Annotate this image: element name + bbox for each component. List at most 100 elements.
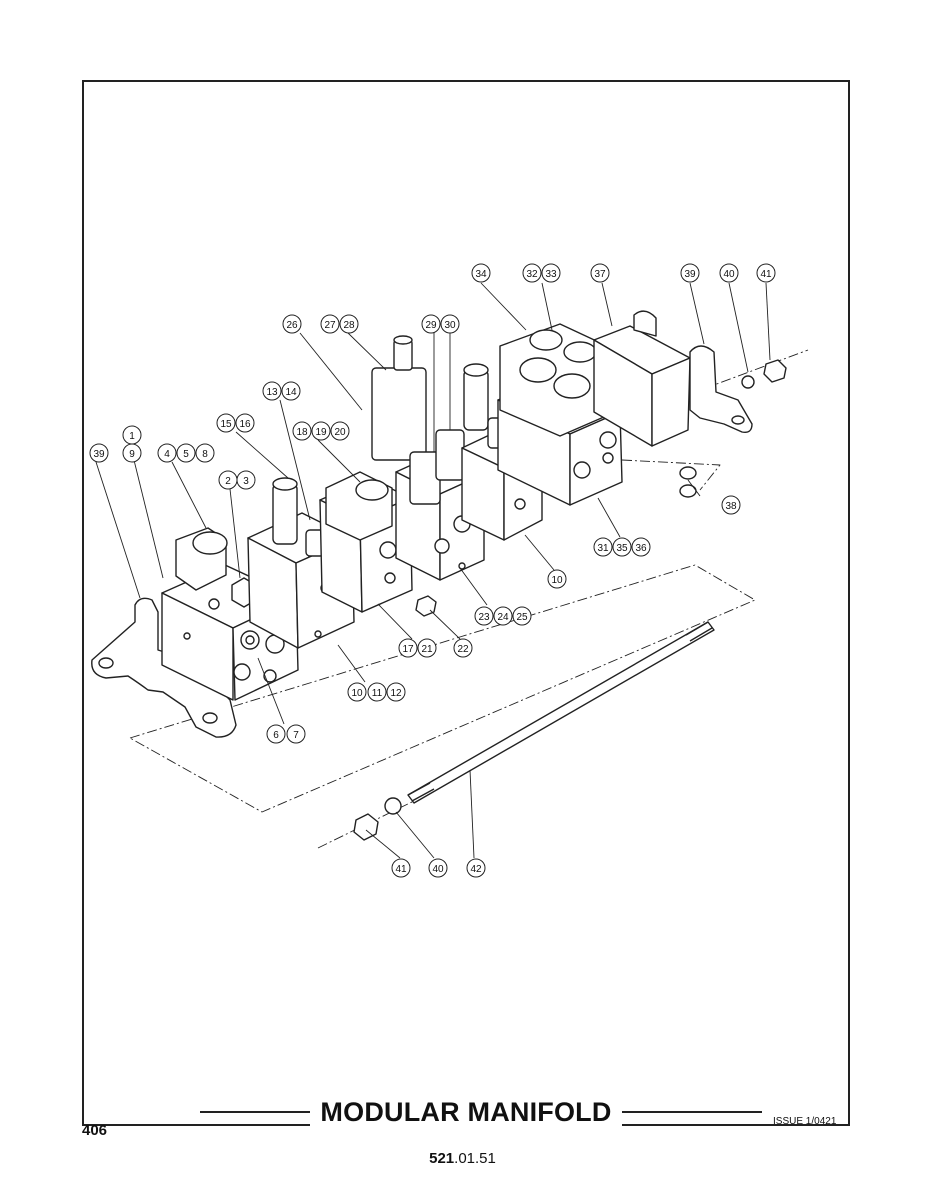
callout-35: 35 <box>612 537 632 557</box>
svg-text:14: 14 <box>285 387 297 398</box>
svg-text:32: 32 <box>526 269 538 280</box>
callout-10-lower: 10 <box>347 682 367 702</box>
callout-41: 41 <box>756 263 776 283</box>
callout-1: 1 <box>122 425 142 445</box>
callout-18: 18 <box>292 421 312 441</box>
part-code: 521.01.51 <box>0 1150 925 1167</box>
svg-text:2: 2 <box>225 476 231 487</box>
callout-19: 19 <box>311 421 331 441</box>
callout-22: 22 <box>453 638 473 658</box>
callout-30: 30 <box>440 314 460 334</box>
svg-text:41: 41 <box>760 269 772 280</box>
svg-text:39: 39 <box>684 269 696 280</box>
callout-31: 31 <box>593 537 613 557</box>
svg-text:17: 17 <box>402 644 414 655</box>
callout-29: 29 <box>421 314 441 334</box>
svg-text:1: 1 <box>129 431 135 442</box>
svg-text:16: 16 <box>239 419 251 430</box>
part-code-rest: .01.51 <box>454 1150 496 1167</box>
title-rule-left <box>200 1111 310 1113</box>
callout-7: 7 <box>286 724 306 744</box>
callout-5: 5 <box>176 443 196 463</box>
callout-16: 16 <box>235 413 255 433</box>
right-bracket <box>689 345 753 434</box>
washer-left <box>384 797 402 815</box>
svg-text:30: 30 <box>444 320 456 331</box>
svg-text:26: 26 <box>286 320 298 331</box>
callout-11: 11 <box>367 682 387 702</box>
callout-38: 38 <box>721 495 741 515</box>
svg-text:40: 40 <box>723 269 735 280</box>
svg-text:29: 29 <box>425 320 437 331</box>
page-title: MODULAR MANIFOLD <box>310 1096 622 1128</box>
callout-6: 6 <box>266 724 286 744</box>
svg-text:3: 3 <box>243 476 249 487</box>
left-bracket <box>91 597 237 738</box>
callout-17: 17 <box>398 638 418 658</box>
callout-14: 14 <box>281 381 301 401</box>
svg-text:36: 36 <box>635 543 647 554</box>
callout-40: 40 <box>719 263 739 283</box>
nut-right <box>763 359 787 383</box>
callout-32: 32 <box>522 263 542 283</box>
svg-text:34: 34 <box>475 269 487 280</box>
callout-2: 2 <box>218 470 238 490</box>
svg-text:35: 35 <box>616 543 628 554</box>
callout-9: 9 <box>122 443 142 463</box>
svg-text:31: 31 <box>597 543 609 554</box>
callout-23: 23 <box>474 606 494 626</box>
callout-27: 27 <box>320 314 340 334</box>
callout-39: 39 <box>680 263 700 283</box>
title-bar: MODULAR MANIFOLD <box>82 1096 850 1128</box>
callout-3: 3 <box>236 470 256 490</box>
callout-33: 33 <box>541 263 561 283</box>
callout-26: 26 <box>282 314 302 334</box>
callout-12: 12 <box>386 682 406 702</box>
svg-text:38: 38 <box>725 501 737 512</box>
svg-text:18: 18 <box>296 427 308 438</box>
svg-text:8: 8 <box>202 449 208 460</box>
svg-text:40: 40 <box>432 864 444 875</box>
svg-text:15: 15 <box>220 419 232 430</box>
callout-13: 13 <box>262 381 282 401</box>
o-ring-1 <box>679 466 697 480</box>
svg-text:23: 23 <box>478 612 490 623</box>
svg-text:24: 24 <box>497 612 509 623</box>
svg-text:7: 7 <box>293 730 299 741</box>
callout-28: 28 <box>339 314 359 334</box>
end-plate <box>593 310 691 447</box>
callout-39-left: 39 <box>89 443 109 463</box>
svg-text:11: 11 <box>372 688 383 699</box>
callout-36: 36 <box>631 537 651 557</box>
callout-41-lower: 41 <box>391 858 411 878</box>
callouts: 34 32 33 37 39 40 41 26 27 28 29 30 13 1… <box>89 263 776 878</box>
page-number: 406 <box>82 1122 108 1139</box>
svg-text:5: 5 <box>183 449 189 460</box>
callout-34: 34 <box>471 263 491 283</box>
leader-lines <box>95 282 771 859</box>
callout-10: 10 <box>547 569 567 589</box>
svg-text:12: 12 <box>390 688 402 699</box>
svg-text:25: 25 <box>516 612 528 623</box>
svg-text:10: 10 <box>551 575 563 586</box>
callout-21: 21 <box>417 638 437 658</box>
callout-8: 8 <box>195 443 215 463</box>
callout-37: 37 <box>590 263 610 283</box>
svg-text:19: 19 <box>315 427 327 438</box>
issue-label: ISSUE 1/0421 <box>773 1116 837 1127</box>
svg-text:10: 10 <box>351 688 363 699</box>
svg-text:27: 27 <box>324 320 336 331</box>
part-code-bold: 521 <box>429 1150 455 1167</box>
svg-text:42: 42 <box>470 864 482 875</box>
svg-text:33: 33 <box>545 269 557 280</box>
svg-text:39: 39 <box>93 449 105 460</box>
svg-text:22: 22 <box>457 644 469 655</box>
valve-block-6 <box>497 323 623 506</box>
callout-42: 42 <box>466 858 486 878</box>
svg-text:4: 4 <box>164 449 170 460</box>
svg-text:41: 41 <box>395 864 407 875</box>
svg-text:6: 6 <box>273 730 279 741</box>
callout-15: 15 <box>216 413 236 433</box>
callout-24: 24 <box>493 606 513 626</box>
